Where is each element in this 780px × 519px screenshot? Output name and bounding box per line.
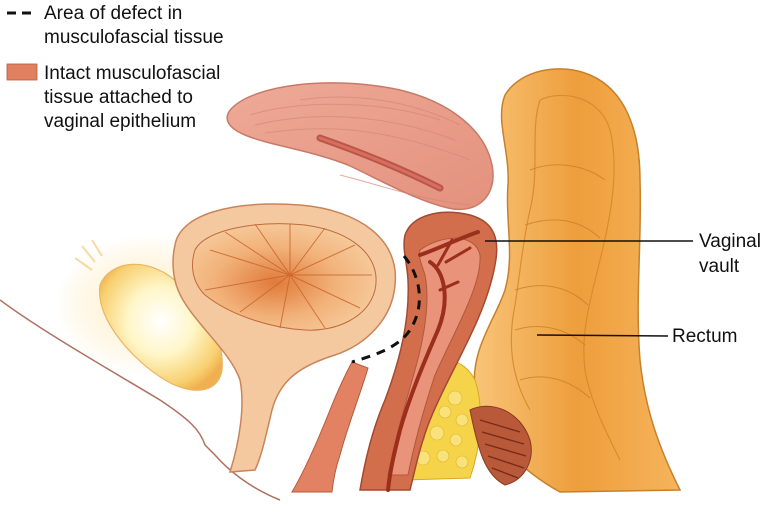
legend-defect-label: Area of defect in musculofascial tissue <box>44 3 224 48</box>
legend-intact-line3: vaginal epithelium <box>44 111 196 132</box>
vaginal-vault-label-line2: vault <box>699 256 740 277</box>
intact-tissue-swatch <box>7 64 37 80</box>
legend-intact-line1: Intact musculofascial <box>44 63 220 84</box>
legend-defect-line1: Area of defect in <box>44 3 182 24</box>
legend-item-defect: Area of defect in musculofascial tissue <box>7 3 224 48</box>
vaginal-vault-label-line1: Vaginal <box>699 231 761 252</box>
vaginal-vault-label: Vaginal vault <box>699 231 766 277</box>
uterus <box>227 83 493 210</box>
legend-intact-label: Intact musculofascial tissue attached to… <box>44 63 226 132</box>
legend-defect-line2: musculofascial tissue <box>44 27 224 48</box>
legend-intact-line2: tissue attached to <box>44 87 193 108</box>
rectum-label: Rectum <box>672 326 737 347</box>
intact-fascia-region <box>292 362 368 492</box>
rectum-leader <box>537 335 668 336</box>
legend: Area of defect in musculofascial tissue … <box>7 3 226 132</box>
legend-item-intact: Intact musculofascial tissue attached to… <box>7 63 226 132</box>
